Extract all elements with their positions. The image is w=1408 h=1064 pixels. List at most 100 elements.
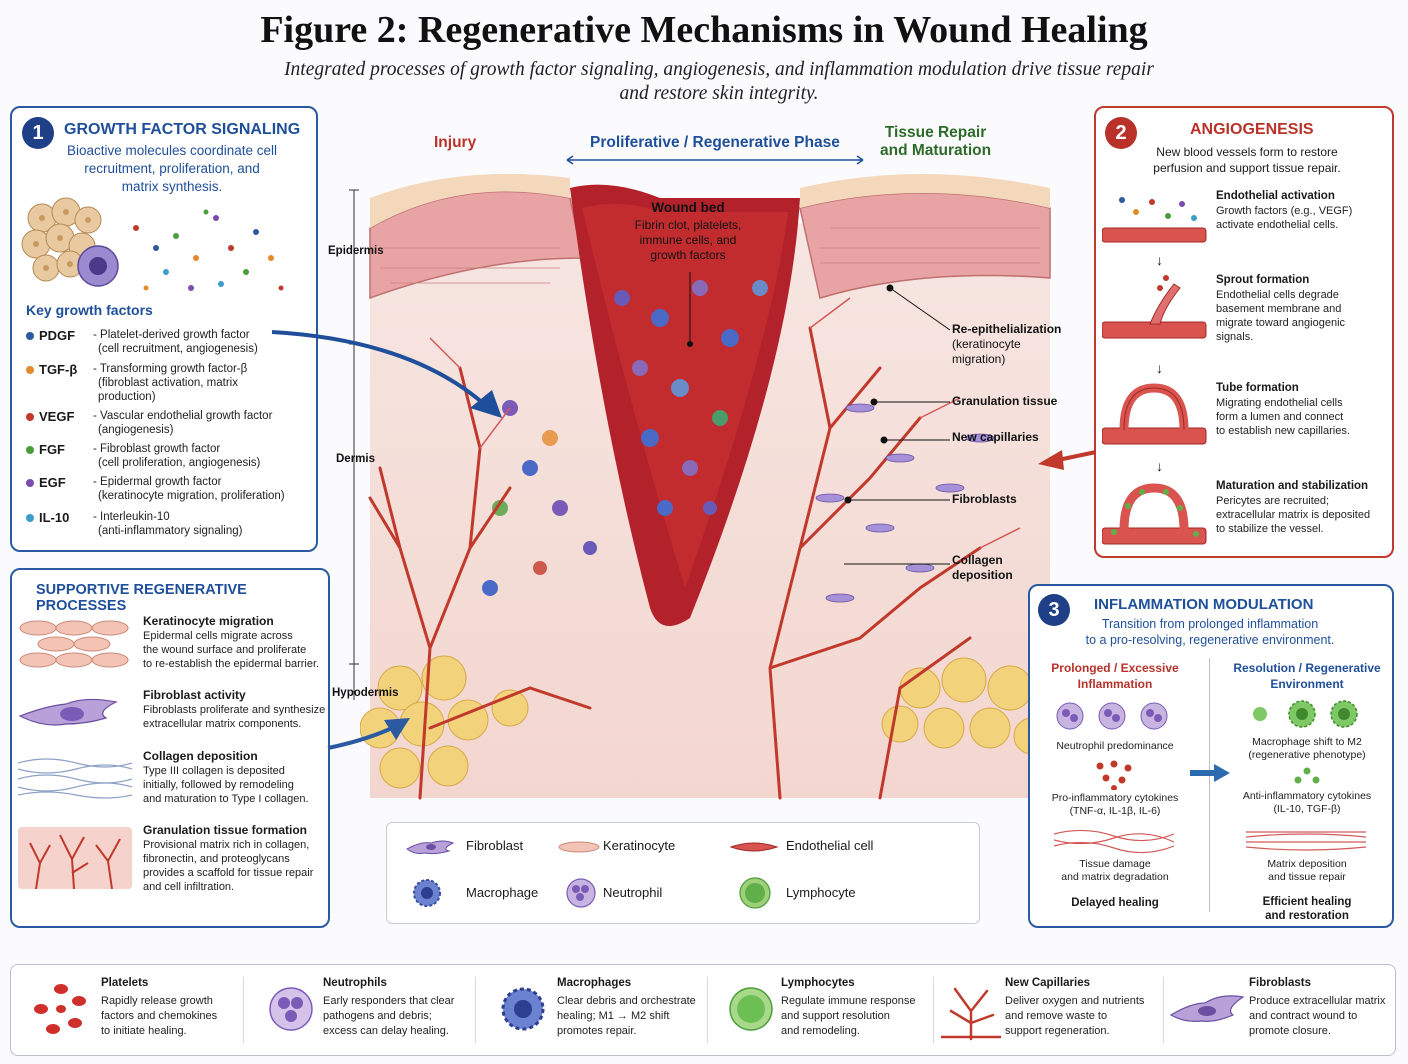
wound-bed-label: Wound bed Fibrin clot, platelets, immune… — [618, 200, 758, 263]
desc-line: to re-establish the epidermal barrier. — [143, 658, 320, 670]
cell-title: Lymphocytes — [781, 977, 855, 989]
figure-subtitle: Integrated processes of growth factor si… — [250, 58, 1188, 106]
phase-repair-line: Tissue Repair — [884, 124, 987, 141]
panel-title: ANGIOGENESIS — [1190, 121, 1314, 138]
text-line: Tissue damage — [1079, 858, 1151, 870]
wound-bed-line: growth factors — [650, 248, 726, 262]
factor-line: (fibroblast activation, matrix — [98, 377, 238, 389]
supportive-item: Collagen deposition Type III collagen is… — [16, 749, 328, 809]
desc-line: provides a scaffold for tissue repair — [143, 867, 314, 879]
cell-title: New Capillaries — [1005, 977, 1091, 989]
step-description: Growth factors (e.g., VEGF) activate end… — [1216, 204, 1388, 232]
supportive-processes-panel: SUPPORTIVE REGENERATIVE PROCESSES Kerati… — [10, 568, 330, 928]
fibroblast-icon — [406, 840, 455, 855]
item-title: Keratinocyte migration — [143, 614, 274, 628]
factor-abbr: TGF-β — [39, 362, 78, 377]
desc-line: signals. — [1216, 331, 1254, 343]
desc-line: matrix synthesis. — [121, 179, 223, 194]
desc-line: perfusion and support tissue repair. — [1153, 161, 1341, 175]
step-title: Maturation and stabilization — [1216, 480, 1369, 492]
legend-macrophage: Macrophage — [466, 885, 539, 900]
desc-line: the wound surface and proliferate — [143, 644, 307, 656]
prolonged-inflammation-title: Prolonged / Excessive Inflammation — [1030, 660, 1200, 692]
fibroblast-icon — [1169, 995, 1245, 1022]
callout-line: Collagen — [952, 553, 1003, 567]
desc-line: Provisional matrix rich in collagen, — [143, 839, 310, 851]
factor-abbr: PDGF — [39, 328, 76, 343]
subtitle-line: and restore skin integrity. — [619, 83, 819, 104]
factor-color-dot — [26, 479, 34, 487]
step-description: Endothelial cells degrade basement membr… — [1216, 288, 1388, 344]
step-arrow-icon: ↓ — [1156, 458, 1163, 474]
wound-bed-title: Wound bed — [651, 200, 725, 215]
cell-description: Clear debris and orchestrate healing; M1… — [557, 994, 727, 1039]
callout-title: Re-epithelialization — [952, 322, 1062, 336]
item-description: Epidermal cells migrate across the wound… — [143, 629, 333, 671]
factor-color-dot — [26, 514, 34, 522]
cell-legend: Fibroblast Keratinocyte Endothelial cell… — [386, 822, 980, 924]
desc-line: and remodeling. — [781, 1025, 860, 1037]
factor-description: - Vascular endothelial growth factor (an… — [93, 409, 323, 437]
capillaries-icon — [941, 987, 1001, 1041]
phase-repair-line: and Maturation — [880, 142, 992, 159]
cell-type-new-capillaries: New Capillaries Deliver oxygen and nutri… — [933, 965, 1163, 1055]
desc-line: recruitment, proliferation, and — [84, 161, 260, 176]
callout-line: migration) — [952, 352, 1006, 366]
platelets-icon — [34, 984, 86, 1034]
desc-line: promotes repair. — [557, 1025, 637, 1037]
desc-line: Bioactive molecules coordinate cell — [66, 143, 278, 158]
desc-line: and support resolution — [781, 1010, 890, 1022]
factor-line: - Epidermal growth factor — [93, 476, 222, 488]
desc-line: Regulate immune response — [781, 995, 916, 1007]
angiogenesis-panel: 2 ANGIOGENESIS New blood vessels form to… — [1094, 106, 1394, 558]
panel-number-badge: 3 — [1038, 594, 1070, 626]
layer-bracket — [349, 189, 359, 700]
new-capillaries-label: New capillaries — [952, 430, 1039, 444]
tissue-damage-icon — [1054, 829, 1174, 854]
legend-fibroblast: Fibroblast — [466, 838, 524, 853]
cell-type-macrophages: Macrophages Clear debris and orchestrate… — [475, 965, 707, 1055]
supportive-item: Fibroblast activity Fibroblasts prolifer… — [16, 688, 328, 738]
arrow-supportive-to-hypodermis — [327, 718, 410, 750]
angiogenesis-step: Endothelial activation Growth factors (e… — [1102, 190, 1390, 250]
neutrophil-icon — [1056, 702, 1168, 730]
proinflammatory-cytokines-icon — [1096, 760, 1132, 790]
legend-lymphocyte: Lymphocyte — [786, 885, 856, 900]
cell-type-lymphocytes: Lymphocytes Regulate immune response and… — [707, 965, 933, 1055]
desc-line: extracellular matrix components. — [143, 718, 302, 730]
fibroblast-icon — [18, 698, 118, 726]
neutrophil-predominance-text: Neutrophil predominance — [1056, 740, 1174, 752]
desc-line: Endothelial cells degrade — [1216, 289, 1339, 301]
factor-description: - Interleukin-10 (anti-inflammatory sign… — [93, 510, 323, 538]
collagen-deposition-label: Collagen deposition — [952, 553, 1013, 583]
macrophage-icon — [501, 987, 545, 1031]
cell-type-fibroblasts: Fibroblasts Produce extracellular matrix… — [1163, 965, 1395, 1055]
factor-abbr: FGF — [39, 442, 65, 457]
factor-line: - Interleukin-10 — [93, 511, 170, 523]
step-description: Migrating endothelial cells form a lumen… — [1216, 396, 1388, 438]
inflammation-panel: 3 INFLAMMATION MODULATION Transition fro… — [1028, 584, 1394, 928]
hypodermis-label: Hypodermis — [332, 687, 399, 699]
macrophage-shift-text: Macrophage shift to M2 (regenerative phe… — [1222, 736, 1392, 762]
granulation-tissue-label: Granulation tissue — [952, 394, 1058, 408]
factor-description: - Transforming growth factor-β (fibrobla… — [93, 362, 323, 404]
granulation-tissue-icon — [18, 827, 132, 890]
cell-description: Produce extracellular matrix and contrac… — [1249, 994, 1408, 1039]
item-description: Provisional matrix rich in collagen, fib… — [143, 838, 333, 894]
desc-line: Fibroblasts proliferate and synthesize — [143, 704, 326, 716]
factor-line: (anti-inflammatory signaling) — [98, 525, 243, 537]
text-line: Macrophage shift to M2 — [1252, 736, 1362, 748]
text-line: Anti-inflammatory cytokines — [1242, 790, 1372, 802]
neutrophil-icon — [269, 987, 313, 1031]
factor-color-dot — [26, 446, 34, 454]
factor-description: - Epidermal growth factor (keratinocyte … — [93, 475, 323, 503]
strip-divider — [933, 977, 934, 1043]
arrow-growth-factors-to-wound — [271, 330, 502, 418]
sprout-formation-icon — [1102, 275, 1207, 339]
strip-divider — [243, 977, 244, 1043]
transition-arrow-icon — [1190, 764, 1230, 782]
m2-macrophage-icon — [1253, 700, 1358, 728]
factor-line: - Platelet-derived growth factor — [93, 329, 250, 341]
factor-abbr: VEGF — [39, 409, 75, 424]
item-title: Granulation tissue formation — [143, 823, 308, 837]
